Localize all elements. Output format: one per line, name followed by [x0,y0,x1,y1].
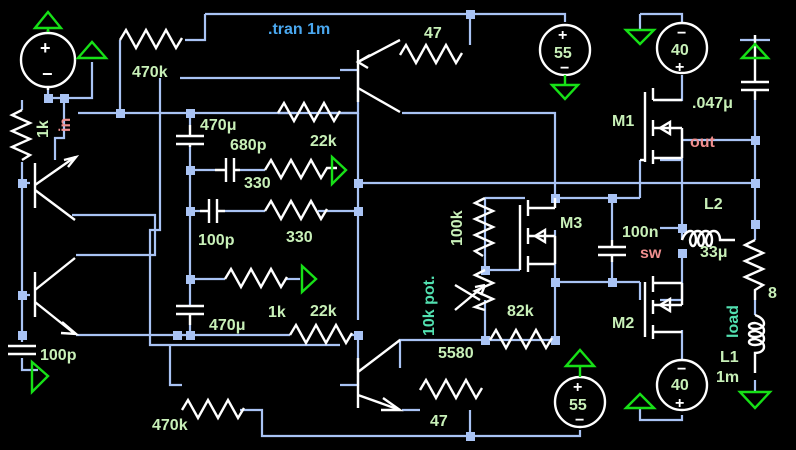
ground-047u [739,42,771,60]
label-1k-mid: 1k [268,304,286,321]
v-bot-plus: + [573,379,582,396]
ground-330 [330,154,348,187]
voltage-source-40-top [655,21,709,75]
resistor-8-load [742,238,766,300]
v-bot-value: 55 [569,397,587,414]
label-470u-bottom: 470μ [209,317,245,334]
label-470k-bottom: 470k [152,417,188,434]
v-bot-minus: − [575,412,584,429]
v-top-plus: + [558,27,567,44]
label-r-in: 1k [35,120,52,138]
resistor-330-a [263,157,337,181]
resistor-100k [472,196,496,258]
label-l2-value: 33μ [700,244,728,261]
capacitor-470u-bottom [176,304,204,325]
tran-directive: .tran 1m [268,21,330,38]
ground-40-top [623,28,657,46]
capacitor-100p-mid [200,199,225,223]
net-label-sw: sw [640,245,662,262]
transistor-q-driver-bottom [356,339,404,412]
v-m1-minus: − [677,25,686,42]
junctions [18,10,760,441]
label-82k: 82k [507,303,534,320]
text-labels: .tran 1m + − + 55 − + 55 − − 40 + − 40 +… [35,21,777,434]
label-330-b: 330 [286,229,313,246]
potentiometer-wiper [454,283,487,311]
ground-55-bottom [563,348,597,377]
label-470k-top: 470k [132,64,168,81]
label-470u-top: 470μ [200,117,236,134]
capacitor-047u [741,35,769,100]
label-m2: M2 [612,315,634,332]
label-047u: .047μ [692,95,733,112]
capacitor-100p-left [8,344,36,356]
ground-input-right [75,40,109,60]
label-100p-left: 100p [40,347,77,364]
ground-load [737,390,773,410]
resistor-22k-bottom [288,322,354,346]
ground-1k-mid [300,263,318,295]
transistor-q-driver-top [355,38,401,114]
ground-40-bottom [623,392,657,410]
label-load: load [725,305,742,338]
voltage-source-40-bottom [655,358,709,412]
capacitor-470u-top [176,125,204,147]
transistor-q-input-bottom [33,257,80,336]
label-l2: L2 [704,196,723,213]
capacitor-100n [598,240,626,262]
label-l1: L1 [720,349,739,366]
ground-55-top [549,75,581,101]
label-680p: 680p [230,137,267,154]
label-l1-value: 1m [716,369,739,386]
label-pot: 10k pot. [421,276,438,336]
v-m2-minus: − [677,361,686,378]
inductor-l2 [680,229,735,248]
ground-input-top [32,10,64,32]
v-in-plus: + [40,38,51,58]
resistor-82k [488,327,554,351]
v-m1-value: 40 [671,42,689,59]
label-100n: 100n [622,224,658,241]
label-r-load: 8 [768,285,777,302]
v-top-minus: − [560,60,569,77]
label-100k: 100k [449,210,466,246]
inductor-l1 [747,313,766,373]
v-in-minus: − [42,64,53,84]
label-5580: 5580 [438,345,474,362]
resistor-47-bottom [418,377,484,401]
label-47-top: 47 [424,25,442,42]
mosfet-m2 [643,276,684,339]
resistor-470k-bottom [180,397,246,421]
label-m3: M3 [560,215,582,232]
label-m1: M1 [612,113,634,130]
wires [20,12,770,438]
resistor-1k-input [9,108,33,162]
potentiometer-10k [471,268,496,312]
net-label-out: out [690,134,716,151]
resistor-470k-top [118,27,184,51]
label-22k-bottom: 22k [310,303,337,320]
transistor-q-input-top [33,154,80,221]
label-22k-top: 22k [310,133,337,150]
capacitor-680p [215,158,240,182]
label-47-bottom: 47 [430,413,448,430]
label-100p-mid: 100p [198,232,235,249]
v-m2-value: 40 [671,377,689,394]
mosfet-m3 [518,198,557,272]
net-label-in: in [57,118,74,132]
v-m2-plus: + [675,395,684,412]
label-330-a: 330 [244,175,271,192]
mosfet-m1 [640,88,684,164]
resistor-22k-top [276,100,342,124]
resistor-47-top [398,42,464,66]
ground-left-bottom [30,359,50,395]
v-m1-plus: + [675,59,684,76]
v-top-value: 55 [554,45,572,62]
resistor-330-b [263,198,329,222]
resistor-1k-mid [223,266,289,290]
